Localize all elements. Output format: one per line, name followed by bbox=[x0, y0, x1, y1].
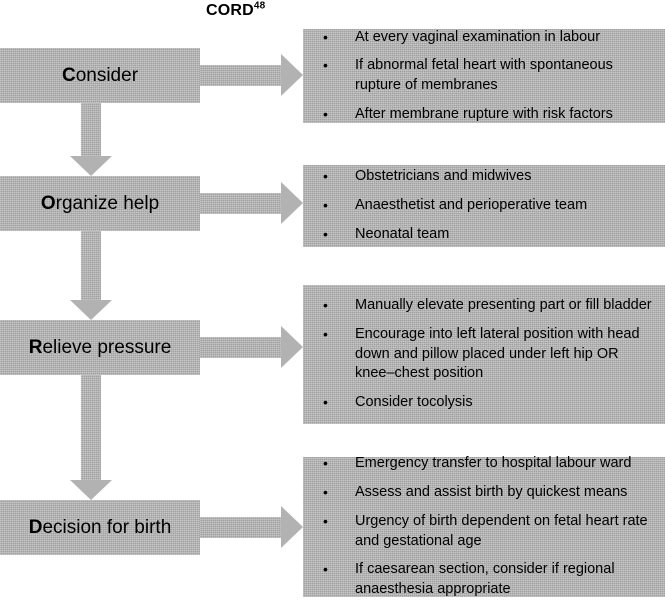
stage-rest: elieve pressure bbox=[42, 336, 172, 358]
arrow-right-decision-for-birth bbox=[200, 506, 303, 548]
bullet-icon: • bbox=[323, 455, 328, 472]
stage-box-decision-for-birth: Decision for birth bbox=[0, 500, 200, 555]
list-item: • If abnormal fetal heart with spontaneou… bbox=[303, 56, 657, 95]
detail-box-relieve-pressure: • Manually elevate presenting part or fil… bbox=[303, 285, 665, 424]
list-item: • If caesarean section, consider if regio… bbox=[303, 560, 657, 599]
bullet-icon: • bbox=[323, 512, 328, 529]
list-item-text: Consider tocolysis bbox=[355, 394, 473, 411]
bullet-icon: • bbox=[323, 297, 328, 314]
bullet-icon: • bbox=[323, 225, 328, 242]
bullet-icon: • bbox=[323, 28, 328, 45]
bullet-icon: • bbox=[323, 561, 328, 578]
title-text: CORD bbox=[206, 2, 254, 19]
bullet-icon: • bbox=[323, 197, 328, 214]
stage-box-consider: Consider bbox=[0, 48, 200, 103]
stage-initial: R bbox=[28, 336, 43, 358]
stage-initial: D bbox=[28, 516, 43, 538]
list-item-text: Assess and assist birth by quickest mean… bbox=[355, 484, 628, 501]
stage-rest: rganize help bbox=[55, 192, 160, 214]
list-item-text: Obstetricians and midwives bbox=[355, 168, 532, 185]
arrow-right-organize-help bbox=[200, 182, 303, 224]
list-item: • Consider tocolysis bbox=[303, 393, 657, 413]
detail-list-relieve-pressure: • Manually elevate presenting part or fil… bbox=[303, 296, 657, 413]
list-item-text: If abnormal fetal heart with spontaneous… bbox=[355, 57, 613, 93]
detail-box-organize-help: • Obstetricians and midwives • Anaesthetis… bbox=[303, 165, 665, 247]
list-item-text: Urgency of birth dependent on fetal hear… bbox=[355, 512, 648, 549]
bullet-icon: • bbox=[323, 325, 328, 342]
bullet-icon: • bbox=[323, 394, 328, 411]
list-item-text: Encourage into left lateral position wit… bbox=[355, 325, 640, 382]
bullet-icon: • bbox=[323, 168, 328, 185]
list-item-text: Manually elevate presenting part or fill… bbox=[355, 297, 652, 314]
bullet-icon: • bbox=[323, 57, 328, 74]
list-item: • Emergency transfer to hospital labour w… bbox=[303, 454, 657, 474]
list-item-text: After membrane rupture with risk factors bbox=[355, 105, 613, 122]
arrow-right-consider bbox=[200, 54, 303, 96]
list-item: • Manually elevate presenting part or fil… bbox=[303, 296, 657, 316]
stage-rest: onsider bbox=[75, 64, 139, 86]
stage-box-relieve-pressure: Relieve pressure bbox=[0, 320, 200, 375]
list-item: • Obstetricians and midwives bbox=[303, 167, 657, 187]
list-item: • Anaesthetist and perioperative team bbox=[303, 196, 657, 216]
arrow-right-relieve-pressure bbox=[200, 326, 303, 368]
list-item: • Urgency of birth dependent on fetal hea… bbox=[303, 512, 657, 551]
arrow-down-relieve-to-decision bbox=[70, 375, 112, 500]
title-superscript: 48 bbox=[253, 0, 266, 12]
list-item-text: At every vaginal examination in labour bbox=[355, 28, 601, 45]
page-title: CORD48 bbox=[206, 0, 266, 20]
detail-list-consider: •At every vaginal examination in labour … bbox=[303, 28, 657, 125]
list-item: • Neonatal team bbox=[303, 225, 657, 245]
list-item-text: Neonatal team bbox=[355, 225, 450, 242]
stage-rest: ecision for birth bbox=[42, 516, 172, 538]
list-item-text: If caesarean section, consider if region… bbox=[355, 561, 615, 597]
stage-label-decision-for-birth: Decision for birth bbox=[29, 517, 172, 539]
detail-box-consider: •At every vaginal examination in labour … bbox=[303, 29, 665, 123]
list-item-text: Emergency transfer to hospital labour wa… bbox=[355, 455, 632, 472]
stage-label-consider: Consider bbox=[62, 65, 138, 87]
list-item: • Assess and assist birth by quickest mea… bbox=[303, 483, 657, 503]
detail-list-decision-for-birth: • Emergency transfer to hospital labour w… bbox=[303, 454, 657, 599]
arrow-down-organize-to-relieve bbox=[70, 231, 112, 320]
stage-initial: O bbox=[40, 192, 56, 214]
stage-label-organize-help: Organize help bbox=[41, 193, 159, 215]
stage-label-relieve-pressure: Relieve pressure bbox=[29, 337, 172, 359]
stage-initial: C bbox=[61, 64, 76, 86]
detail-box-decision-for-birth: • Emergency transfer to hospital labour w… bbox=[303, 454, 665, 599]
detail-list-organize-help: • Obstetricians and midwives • Anaesthetis… bbox=[303, 167, 657, 244]
list-item: • At every vaginal examination in labour bbox=[303, 28, 657, 48]
stage-box-organize-help: Organize help bbox=[0, 176, 200, 231]
list-item: • Encourage into left lateral position wi… bbox=[303, 325, 657, 384]
bullet-icon: • bbox=[323, 105, 328, 122]
list-item-text: Anaesthetist and perioperative team bbox=[355, 197, 588, 214]
list-item: • After membrane rupture with risk factor… bbox=[303, 105, 657, 125]
arrow-down-consider-to-organize bbox=[70, 103, 112, 176]
bullet-icon: • bbox=[323, 484, 328, 501]
